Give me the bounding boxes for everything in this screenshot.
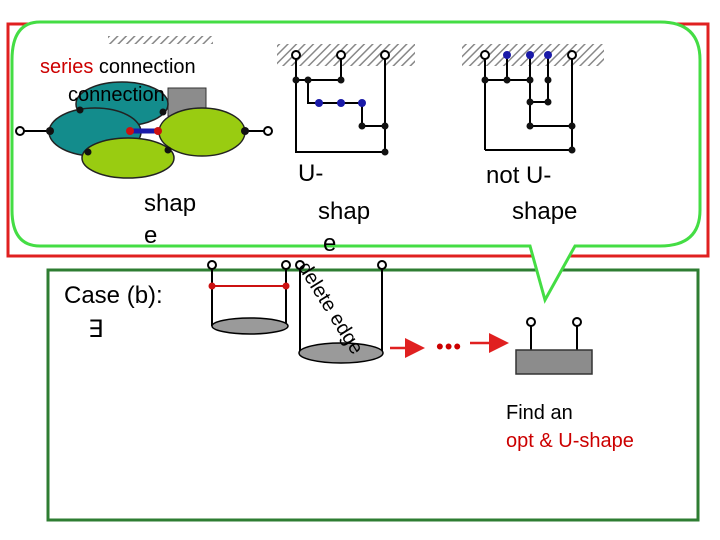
junction-dot xyxy=(526,98,534,106)
junction-dot xyxy=(381,148,389,156)
find-text-line2: opt & U-shape xyxy=(506,430,634,452)
ellipsis-dots: ••• xyxy=(436,334,463,359)
case-shape-middle xyxy=(298,265,384,364)
green-node-right xyxy=(158,107,246,157)
exists-symbol: ∃ xyxy=(88,316,104,343)
junction-dot xyxy=(381,122,389,130)
junction-dot xyxy=(46,127,54,135)
hatch-bar-small xyxy=(108,36,213,44)
red-dot xyxy=(282,282,290,290)
junction-dot xyxy=(304,76,312,84)
terminal-open xyxy=(480,50,490,60)
terminal-open xyxy=(336,50,346,60)
terminal-open xyxy=(291,50,301,60)
case-shape-left xyxy=(211,265,289,335)
blue-dot xyxy=(337,99,345,107)
junction-dot xyxy=(159,108,167,116)
shape-label-line1: shap xyxy=(144,190,197,217)
terminal-open xyxy=(281,260,291,270)
red-dot xyxy=(208,282,216,290)
junction-dot xyxy=(76,106,84,114)
case-frame xyxy=(46,268,700,522)
red-dot xyxy=(126,127,134,135)
junction-dot xyxy=(526,122,534,130)
junction-dot xyxy=(568,122,576,130)
junction-dot xyxy=(358,122,366,130)
u-shape-label-line2: shap xyxy=(318,198,371,225)
junction-dot xyxy=(164,146,172,154)
junction-dot xyxy=(503,76,511,84)
u-shape-label-line3: e xyxy=(323,230,337,257)
green-node-bottom xyxy=(81,137,175,179)
terminal-open xyxy=(526,317,536,327)
find-text-line1: Find an xyxy=(506,402,573,424)
series-word: series xyxy=(40,56,94,78)
junction-dot xyxy=(526,76,534,84)
terminal-open xyxy=(572,317,582,327)
terminal-right xyxy=(263,126,273,136)
junction-dot xyxy=(544,98,552,106)
connection-word: connection xyxy=(98,56,196,78)
junction-dot xyxy=(481,76,489,84)
blue-dot xyxy=(315,99,323,107)
blue-dot xyxy=(358,99,366,107)
junction-dot xyxy=(241,127,249,135)
junction-dot xyxy=(292,76,300,84)
blue-dot xyxy=(503,51,511,59)
overlap-connection-label: connection xyxy=(68,84,165,106)
case-label: Case (b): xyxy=(64,282,163,309)
terminal-open xyxy=(377,260,387,270)
terminal-open xyxy=(380,50,390,60)
terminal-open xyxy=(207,260,217,270)
red-dot xyxy=(154,127,162,135)
terminal-open xyxy=(295,260,305,270)
blue-dot xyxy=(526,51,534,59)
not-u-shape-label-line1: not U- xyxy=(486,162,552,189)
series-connection-label: series connection xyxy=(40,54,196,80)
junction-dot xyxy=(84,148,92,156)
not-u-shape-label-line2: shape xyxy=(512,198,578,225)
case-shape-result xyxy=(515,322,593,375)
junction-dot xyxy=(337,76,345,84)
junction-dot xyxy=(568,146,576,154)
junction-dot xyxy=(544,76,552,84)
blue-dot xyxy=(544,51,552,59)
u-shape-label-line1: U- xyxy=(298,160,324,187)
shape-label-line2: e xyxy=(144,222,158,249)
terminal-open xyxy=(567,50,577,60)
terminal-left xyxy=(15,126,25,136)
